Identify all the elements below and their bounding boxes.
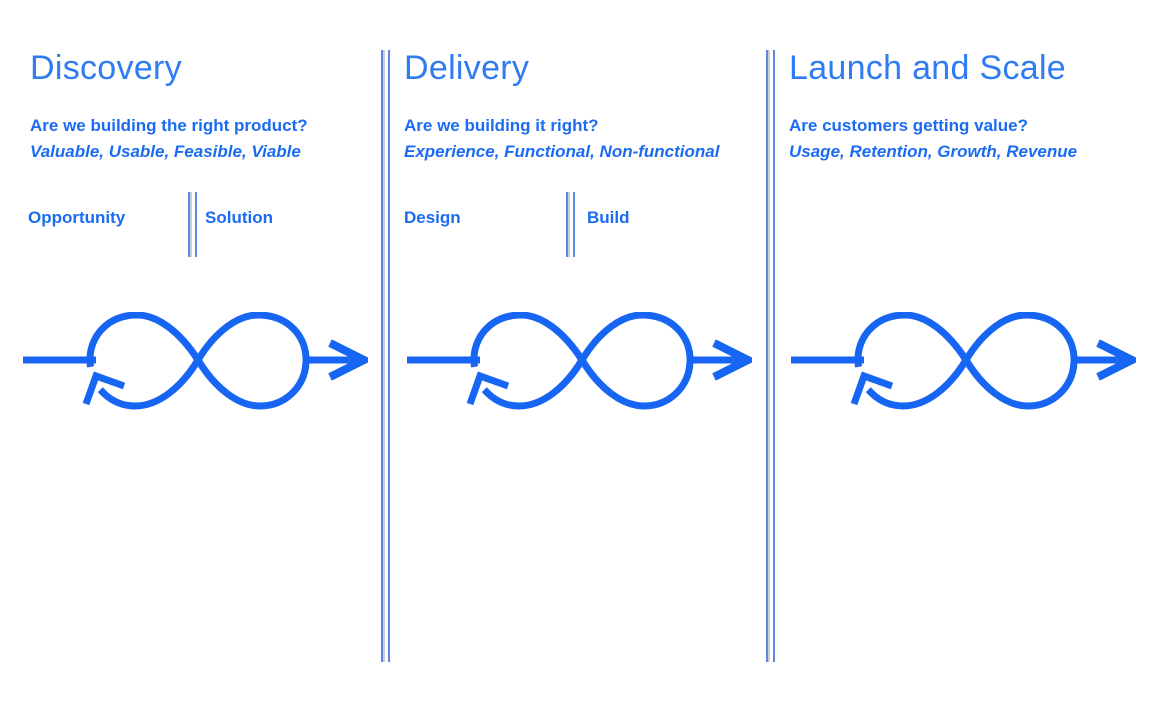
infinity-path (854, 312, 1078, 410)
column-divider (381, 50, 390, 662)
column-criteria-delivery: Experience, Functional, Non-functional (404, 142, 720, 161)
arrow-head-icon (1096, 339, 1136, 381)
phase-divider (188, 192, 197, 257)
phase-divider (566, 192, 575, 257)
infinity-path (470, 312, 694, 410)
column-criteria-discovery: Valuable, Usable, Feasible, Viable (30, 142, 301, 161)
column-question-delivery: Are we building it right? (404, 116, 599, 135)
column-title-launch-and-scale: Launch and Scale (789, 49, 1067, 87)
column-divider (766, 50, 775, 662)
phase-label-build: Build (587, 208, 630, 227)
infinity-loop-arrow-icon (791, 312, 1136, 410)
phase-label-opportunity: Opportunity (28, 208, 126, 227)
direction-arrowhead-icon (82, 371, 126, 406)
column-criteria-launch-and-scale: Usage, Retention, Growth, Revenue (789, 142, 1078, 161)
direction-arrowhead-icon (850, 371, 894, 406)
phase-label-solution: Solution (205, 208, 273, 227)
column-question-launch-and-scale: Are customers getting value? (789, 116, 1029, 135)
arrow-head-icon (712, 339, 752, 381)
direction-arrowhead-icon (466, 371, 510, 406)
arrow-head-icon (328, 339, 368, 381)
column-title-discovery: Discovery (30, 49, 182, 87)
infinity-loop-arrow-icon (407, 312, 752, 410)
column-title-delivery: Delivery (404, 49, 530, 87)
phase-label-design: Design (404, 208, 461, 227)
infinity-path (86, 312, 310, 410)
infinity-loop-arrow-icon (23, 312, 368, 410)
column-question-discovery: Are we building the right product? (30, 116, 308, 135)
